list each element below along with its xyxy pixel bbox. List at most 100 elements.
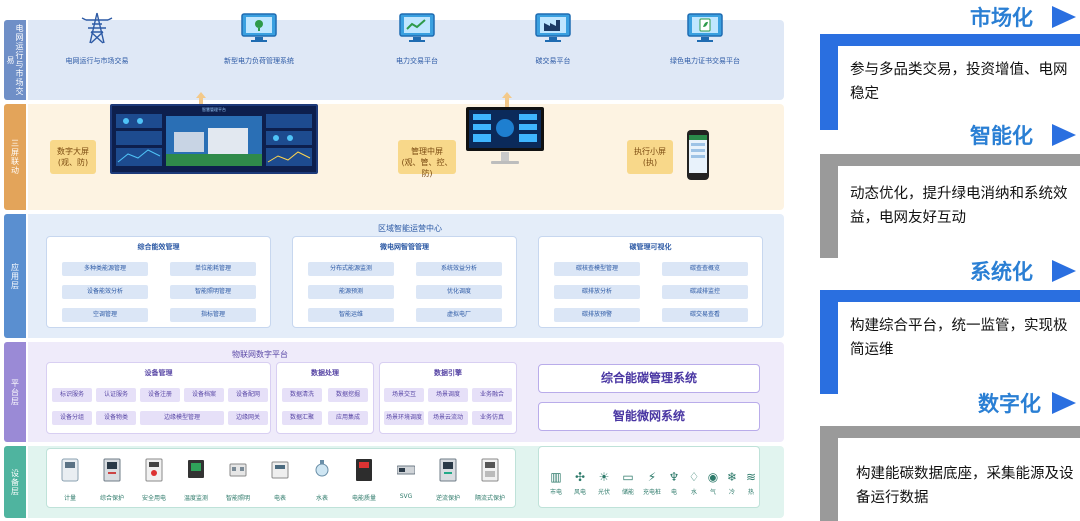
arrow-tip-icon — [1052, 6, 1076, 28]
panel-title: 数据处理 — [311, 369, 339, 377]
power-quality-icon — [356, 459, 372, 481]
platform-chip[interactable]: 设备注册 — [140, 388, 180, 402]
device-item: 安全用电 — [132, 458, 176, 502]
mid-screen-title: 管理中屏 — [411, 147, 443, 156]
app-chip[interactable]: 碳排放分析 — [554, 285, 640, 299]
platform-chip[interactable]: 设备配网 — [228, 388, 268, 402]
accent-bar-top — [820, 154, 1080, 166]
gas-icon: ◉ — [707, 470, 719, 484]
app-chip[interactable]: 碳核查模型管理 — [554, 262, 640, 276]
market-item-label: 绿色电力证书交易平台 — [670, 57, 740, 65]
panel-title: 数据引擎 — [434, 369, 462, 377]
heat-icon: ≋ — [745, 470, 757, 484]
device-label: 温度监测 — [183, 495, 208, 502]
app-chip[interactable]: 碳交易查看 — [662, 308, 748, 322]
temperature-monitor-icon — [188, 460, 204, 478]
safety-device-icon — [145, 458, 163, 482]
accent-bar-top — [820, 290, 1080, 302]
right-title-digital: 数字化 — [978, 392, 1041, 416]
device-label: 电能质量 — [351, 495, 376, 502]
panel-title: 碳管理可视化 — [629, 243, 672, 251]
platform-chip[interactable]: 业务仿真 — [472, 411, 512, 425]
platform-chip[interactable]: 业务融合 — [472, 388, 512, 402]
charger-icon: ⚡ — [647, 470, 657, 484]
grid-icon: ▥ — [550, 470, 562, 484]
platform-chip[interactable]: 场景调度 — [428, 388, 468, 402]
platform-chip[interactable]: 场景云流动 — [428, 411, 468, 425]
app-chip[interactable]: 系统效益分析 — [416, 262, 502, 276]
solar-panel-icon: ☀ — [598, 470, 610, 484]
platform-chip[interactable]: 应用集成 — [328, 411, 368, 425]
system-microgrid[interactable]: 智能微网系统 — [538, 402, 760, 431]
big-screen-sub: (观、防) — [57, 158, 89, 167]
device-label: 安全用电 — [141, 495, 166, 502]
app-chip[interactable]: 智能照明管理 — [170, 285, 256, 299]
platform-center-title: 物联网数字平台 — [232, 350, 288, 359]
monitor-image — [466, 107, 544, 164]
energy-label: 光伏 — [597, 489, 610, 496]
app-chip[interactable]: 单位能耗管理 — [170, 262, 256, 276]
energy-label: 水 — [690, 489, 697, 496]
platform-chip[interactable]: 标识服务 — [52, 388, 92, 402]
app-chip[interactable]: 优化调度 — [416, 285, 502, 299]
big-screen-caption: 智慧管理平台 — [202, 107, 226, 112]
platform-chip[interactable]: 场景环境调度 — [384, 411, 424, 425]
right-text-digital: 构建能碳数据底座，采集能源及设备运行数据 — [856, 466, 1074, 506]
phone-image — [687, 130, 709, 180]
market-item-grid: 电网运行与市场交易 — [42, 12, 152, 66]
app-chip[interactable]: 分布式能源监测 — [308, 262, 394, 276]
right-title-intelligent: 智能化 — [970, 124, 1033, 148]
device-item: 温度监测 — [174, 458, 218, 502]
app-chip[interactable]: 碳减排监控 — [662, 285, 748, 299]
app-chip[interactable]: 设备能效分析 — [62, 285, 148, 299]
app-chip[interactable]: 指标管理 — [170, 308, 256, 322]
panel-title: 综合能效管理 — [137, 243, 180, 251]
power-tower-icon — [81, 12, 113, 44]
platform-chip[interactable]: 设备物类 — [96, 411, 136, 425]
platform-chip[interactable]: 边缘模型管理 — [140, 411, 224, 425]
snowflake-icon: ❄ — [726, 470, 738, 484]
platform-chip[interactable]: 设备分组 — [52, 411, 92, 425]
energy-label: 充电桩 — [642, 489, 661, 496]
platform-chip[interactable]: 场景交互 — [384, 388, 424, 402]
platform-chip[interactable]: 数据清洗 — [282, 388, 322, 402]
app-chip[interactable]: 虚拟电厂 — [416, 308, 502, 322]
meter-icon — [61, 458, 79, 482]
energy-item: ♢水 — [684, 470, 704, 496]
platform-chip[interactable]: 认证服务 — [96, 388, 136, 402]
market-item-label: 新型电力负荷管理系统 — [224, 57, 294, 65]
accent-bar — [820, 154, 838, 258]
system-carbon-management[interactable]: 综合能碳管理系统 — [538, 364, 760, 393]
market-item-green-cert: 绿色电力证书交易平台 — [650, 12, 760, 66]
accent-bar — [820, 34, 838, 130]
platform-chip[interactable]: 数据汇聚 — [282, 411, 322, 425]
energy-item: ❄冷 — [722, 470, 742, 496]
platform-chip[interactable]: 设备档案 — [184, 388, 224, 402]
platform-chip[interactable]: 边缘网关 — [228, 411, 268, 425]
energy-item: ▭储能 — [618, 470, 638, 496]
lighting-controller-icon — [229, 463, 247, 477]
app-chip[interactable]: 空调管理 — [62, 308, 148, 322]
app-chip[interactable]: 多种类能源管理 — [62, 262, 148, 276]
electric-tower-icon: ♆ — [668, 470, 680, 484]
market-item-label: 电力交易平台 — [396, 57, 438, 65]
battery-icon: ▭ — [622, 470, 634, 484]
market-item-load: 新型电力负荷管理系统 — [204, 12, 314, 66]
svg-device-icon — [396, 465, 416, 475]
layer-side-label: 三屏联动 — [4, 104, 26, 210]
mid-screen-sub: (观、管、控、防) — [401, 158, 453, 178]
app-chip[interactable]: 能源预测 — [308, 285, 394, 299]
accent-bar — [820, 290, 838, 394]
platform-chip[interactable]: 数据挖掘 — [328, 388, 368, 402]
app-chip[interactable]: 智能运维 — [308, 308, 394, 322]
app-chip[interactable]: 碳查查概览 — [662, 262, 748, 276]
device-label: 计量 — [63, 495, 76, 502]
app-chip[interactable]: 碳排放预警 — [554, 308, 640, 322]
big-screen-tag: 数字大屏 (观、防) — [50, 140, 96, 174]
arrow-tip-icon — [1052, 392, 1076, 414]
device-item: 电能质量 — [342, 458, 386, 502]
energy-label: 冷 — [728, 489, 735, 496]
market-item-power-trade: 电力交易平台 — [362, 12, 472, 66]
energy-label: 气 — [709, 489, 716, 496]
arrow-tip-icon — [1052, 260, 1076, 282]
